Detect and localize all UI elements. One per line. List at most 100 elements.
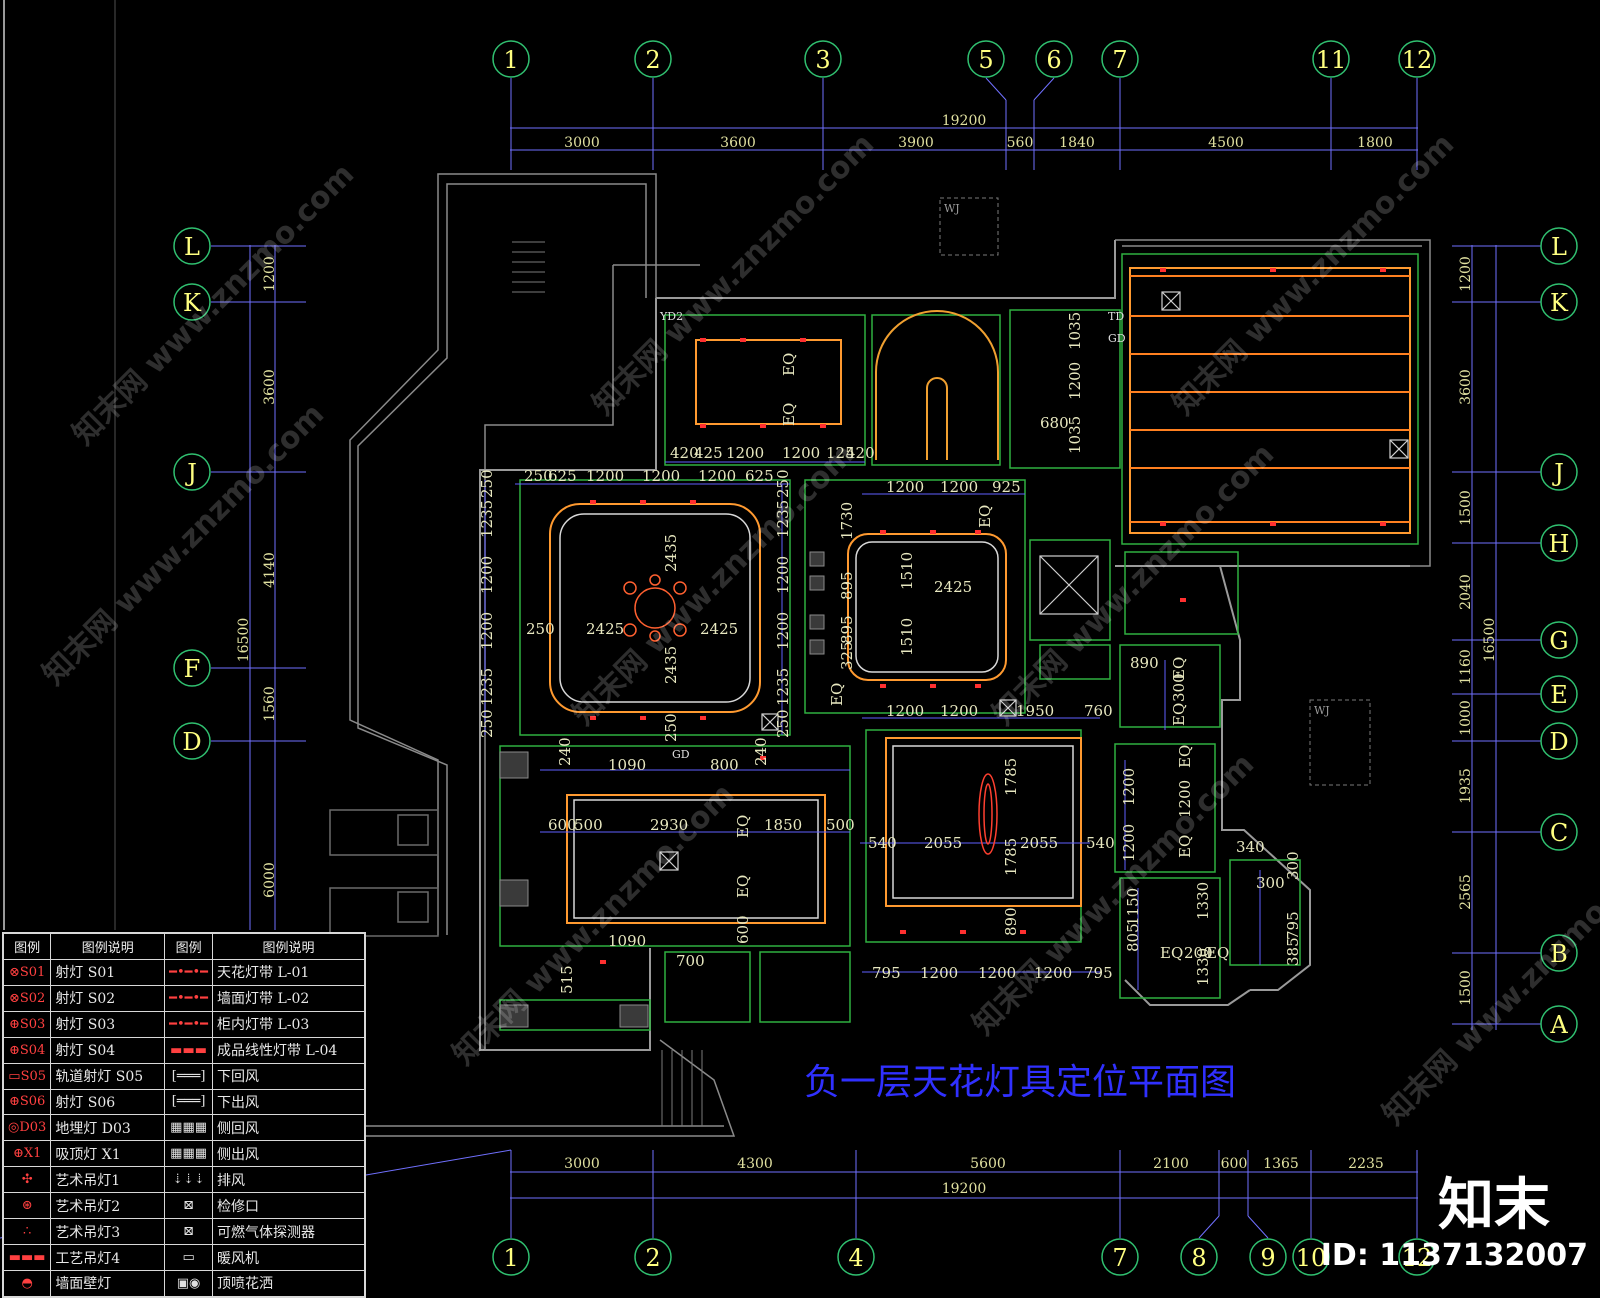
right-axis-C: C <box>1550 819 1568 847</box>
legend-symbol: ⇣⇣⇣ <box>164 1166 213 1194</box>
legend-row: ▬▬▬工艺吊灯4▭暖风机 <box>2 1244 365 1271</box>
legend-symbol: ◓ <box>2 1269 52 1298</box>
dim-r2-1: 250 <box>524 467 553 485</box>
top-axis-group: 19200 3000 3600 3900 560 1840 4500 1800 … <box>492 40 1436 170</box>
right-dim-2: 3600 <box>1458 369 1474 405</box>
top-axis-4: 5 <box>978 46 993 74</box>
top-axis-5: 6 <box>1046 46 1061 74</box>
right-dim-6: 1000 <box>1458 700 1474 736</box>
bottom-dim-1: 3000 <box>564 1156 600 1172</box>
dim-e-eq-b: EQ <box>1170 657 1188 680</box>
right-axis-J: J <box>1551 459 1564 487</box>
dim-e-eq-c: EQ <box>1176 745 1194 768</box>
dim-b1-515: 515 <box>558 965 576 994</box>
top-dim-2: 3600 <box>720 135 756 151</box>
right-dim-1: 1200 <box>1458 256 1474 292</box>
left-dim-1: 1200 <box>262 256 278 292</box>
label-gd2: GD <box>672 748 690 761</box>
right-axis-H: H <box>1549 530 1570 558</box>
legend-symbol: ∴ <box>2 1218 52 1246</box>
left-dim-3: 4140 <box>262 552 278 588</box>
dim-lr-2425-a: 2425 <box>586 620 624 638</box>
legend-label: 射灯 S04 <box>50 1036 166 1064</box>
dim-s-200: 200 <box>1184 944 1213 962</box>
dim-b1h-500: 500 <box>574 816 603 834</box>
dim-r2-6: 625 <box>745 467 774 485</box>
dim-eq-3: EQ <box>976 505 994 528</box>
legend-label: 射灯 S06 <box>50 1088 166 1116</box>
legend-label: 柜内灯带 L-03 <box>212 1010 365 1038</box>
legend-label: 顶喷花洒 <box>212 1269 365 1298</box>
dim-r2-2: 625 <box>548 467 577 485</box>
top-dim-5: 1840 <box>1059 135 1095 151</box>
legend-symbol: ⊕S06 <box>2 1088 52 1116</box>
legend-row: ⊛艺术吊灯2⊠检修口 <box>2 1192 365 1220</box>
top-axis-8: 12 <box>1402 46 1433 74</box>
legend-header-2: 图例说明 <box>50 933 166 960</box>
right-axis-A: A <box>1549 1011 1568 1039</box>
column-blocks <box>499 551 825 1028</box>
top-dim-4: 560 <box>1007 135 1034 151</box>
left-axis-F: F <box>184 655 201 683</box>
right-axis-G: G <box>1549 627 1568 655</box>
dim-dn-925: 925 <box>992 478 1021 496</box>
right-axis-D: D <box>1549 728 1568 756</box>
dim-b1-240-b: 240 <box>752 737 770 766</box>
legend-symbol: [═══] <box>164 1062 213 1090</box>
wj-label-2: WJ <box>1314 704 1330 717</box>
dim-r1-3: 1200 <box>726 444 764 462</box>
ceiling-panel-inner <box>559 513 1074 919</box>
bottom-axis-4: 7 <box>1112 1244 1127 1272</box>
label-yd2: YD2 <box>659 310 683 323</box>
legend-label: 侧回风 <box>212 1114 365 1142</box>
dim-k-1035-a: 1035 <box>1066 312 1084 350</box>
top-dim-3: 3900 <box>898 135 934 151</box>
top-axis-1: 1 <box>503 46 518 74</box>
top-dim-1: 3000 <box>564 135 600 151</box>
dim-m-760: 760 <box>1084 702 1113 720</box>
dim-b2-2055-a: 2055 <box>924 834 962 852</box>
top-dim-7: 1800 <box>1357 135 1393 151</box>
dim-b1h-500b: 500 <box>826 816 855 834</box>
legend-symbol: ━•━•━ <box>164 958 213 986</box>
legend-header-4: 图例说明 <box>212 933 365 960</box>
dim-r2-7: 250 <box>774 469 792 498</box>
left-axis-group: L K J F D 1200 3600 4140 1560 6000 16500 <box>173 227 306 930</box>
bottom-dim-5: 600 <box>1221 1156 1248 1172</box>
dim-eq-2: EQ <box>780 403 798 426</box>
dim-s-805: 805 <box>1124 923 1142 952</box>
label-td: TD <box>1108 310 1124 323</box>
left-dim-5: 6000 <box>262 862 278 898</box>
dim-o-340: 340 <box>1236 838 1265 856</box>
dim-b1-1090-b: 1090 <box>608 932 646 950</box>
left-axis-D: D <box>182 728 201 756</box>
right-dim-4: 2040 <box>1458 574 1474 610</box>
stair-lines <box>512 241 703 1126</box>
legend-label: 工艺吊灯4 <box>50 1244 166 1271</box>
dim-r1-5: 125 <box>826 444 855 462</box>
wj-label-1: WJ <box>944 202 960 215</box>
legend-symbol: ◎D03 <box>2 1114 52 1142</box>
legend-label: 天花灯带 L-01 <box>212 958 365 986</box>
bottom-axis-6: 9 <box>1260 1244 1275 1272</box>
dim-e-eq-a: EQ <box>1170 703 1188 726</box>
dim-r1-2: 425 <box>694 444 723 462</box>
left-total-dim: 16500 <box>236 618 252 663</box>
dim-dn-1510-b: 1510 <box>898 618 916 656</box>
legend-label: 成品线性灯带 L-04 <box>212 1036 365 1064</box>
dim-s-eq-a: EQ <box>1160 944 1183 962</box>
legend-symbol: ▣◉ <box>164 1269 213 1298</box>
bottom-axis-1: 1 <box>503 1244 518 1272</box>
legend-label: 下出风 <box>212 1088 365 1116</box>
dim-o-795: 795 <box>1284 911 1302 940</box>
dim-r2-3: 1200 <box>586 467 624 485</box>
right-axis-group: L K J H G E D C B A 1200 3600 1500 2040 … <box>1452 227 1578 1043</box>
dim-k-1035-b: 1035 <box>1066 416 1084 454</box>
dim-b3-795-b: 795 <box>1084 964 1113 982</box>
legend-symbol: ▭S05 <box>2 1062 52 1090</box>
